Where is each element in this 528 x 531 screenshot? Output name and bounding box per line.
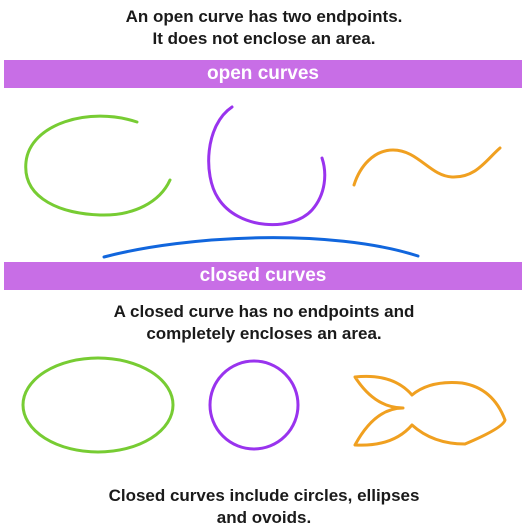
open-curve-purple-hook	[207, 105, 327, 227]
closed-curves-banner-label: closed curves	[199, 265, 327, 286]
open-curves-banner-label: open curves	[207, 63, 319, 84]
top-caption-line-1: An open curve has two endpoints.	[125, 7, 403, 26]
middle-caption-line-1: A closed curve has no endpoints and	[113, 302, 415, 321]
middle-caption-line-2: completely encloses an area.	[146, 324, 382, 343]
closed-curve-purple-circle	[208, 359, 300, 451]
top-caption-line-2: It does not enclose an area.	[152, 29, 376, 48]
bottom-caption-line-2: and ovoids.	[216, 508, 312, 527]
closed-curve-orange-fish-shape	[353, 374, 507, 447]
top-caption: An open curve has two endpoints. It does…	[0, 6, 528, 50]
open-curves-banner: open curves	[4, 60, 522, 88]
open-curve-blue-arc	[102, 236, 420, 259]
open-curve-orange-wave	[352, 146, 502, 187]
bottom-caption-line-1: Closed curves include circles, ellipses	[108, 486, 420, 505]
bottom-caption: Closed curves include circles, ellipses …	[0, 485, 528, 529]
closed-curves-banner: closed curves	[4, 262, 522, 290]
closed-curve-green-ellipse	[21, 356, 175, 454]
open-curve-green-arc	[24, 114, 172, 217]
middle-caption: A closed curve has no endpoints and comp…	[0, 301, 528, 345]
